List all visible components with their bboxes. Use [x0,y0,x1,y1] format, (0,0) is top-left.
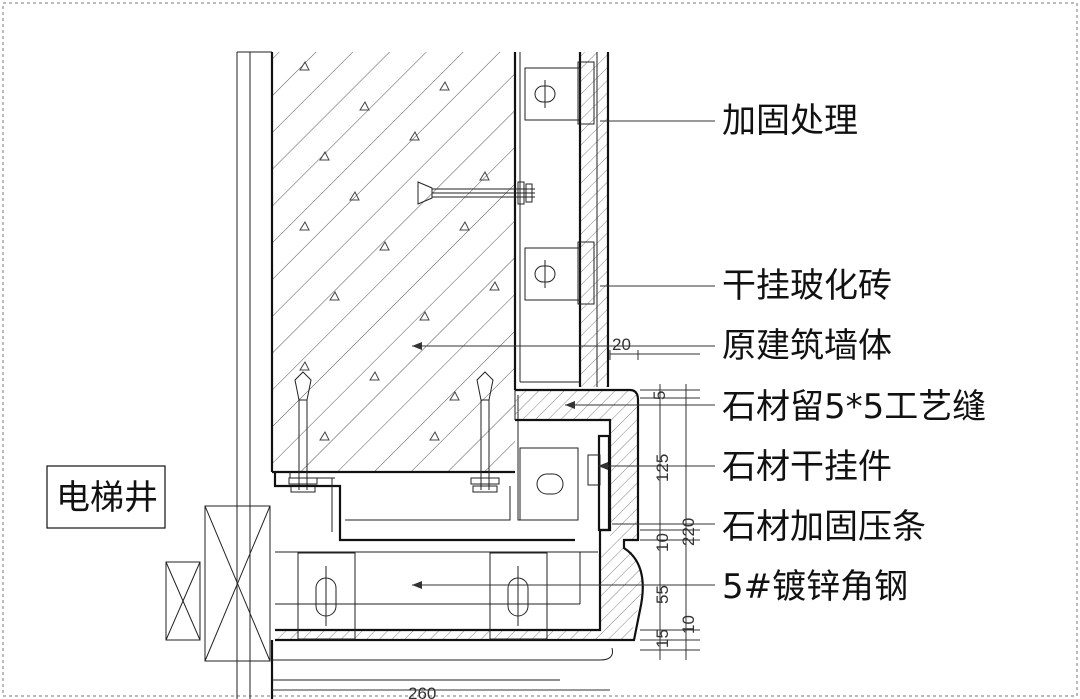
concrete-wall [270,52,517,474]
label-angle-steel: 5#镀锌角钢 [722,567,908,607]
wall-anchor-bolt [417,181,535,205]
dimension-lines [272,350,700,691]
expansion-bolt-right [470,371,500,493]
tile-cladding-strip [519,52,610,387]
elevator-shaft-label: 电梯井 [56,478,158,518]
label-stone-hanger: 石材干挂件 [722,447,892,487]
dim-15: 15 [653,629,672,648]
shaft-box-small [165,561,201,641]
shaft-box-tall [204,505,271,662]
dim-10a: 10 [653,533,672,552]
wall-hanger-clip-mid [524,241,595,305]
shaft-wall-lines [236,51,272,699]
label-dry-hung-tile: 干挂玻化砖 [722,266,892,306]
dim-20: 20 [612,335,631,354]
label-original-wall: 原建筑墙体 [722,326,892,366]
label-stone-strip: 石材加固压条 [722,507,926,547]
dim-5: 5 [650,391,669,400]
dim-260: 260 [408,684,436,699]
dim-125: 125 [653,454,672,482]
dim-10b: 10 [679,615,698,634]
lower-tile-band [275,551,598,640]
stone-dry-hanger [519,434,611,532]
angle-steel-section [273,395,575,542]
dim-55: 55 [653,585,672,604]
base-slab [270,640,613,699]
elevator-shaft-box [46,465,166,529]
label-stone-joint: 石材留5*5工艺缝 [722,387,986,427]
leader-lines [412,120,715,589]
wall-hanger-clip-top [524,61,595,125]
dim-220: 220 [679,518,698,546]
label-reinforcement: 加固处理 [722,101,858,141]
